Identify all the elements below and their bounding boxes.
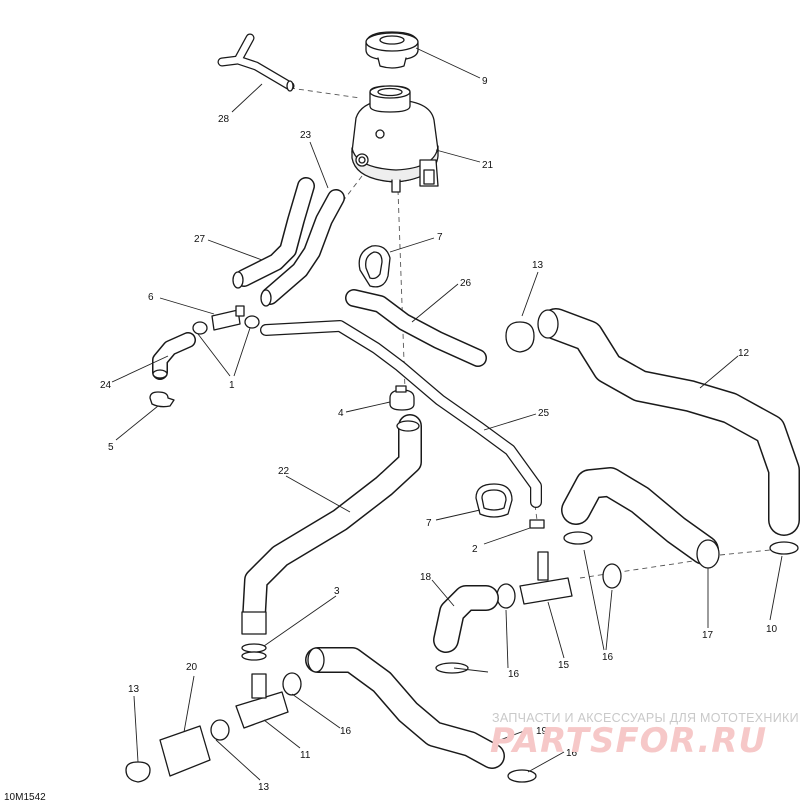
callout-1: 1 <box>229 380 235 391</box>
t-fitting-group <box>149 305 260 408</box>
callout-2: 2 <box>472 544 478 555</box>
hoses-23-27 <box>232 177 345 307</box>
hose-17 <box>561 467 720 569</box>
pressure-cap-9 <box>365 31 419 69</box>
expansion-tank-21 <box>351 85 439 193</box>
seal-7-lower <box>475 483 513 518</box>
diagram-code: 10M1542 <box>4 792 46 803</box>
callout-16-bottom: 16 <box>566 748 578 759</box>
callout-21: 21 <box>482 160 494 171</box>
callout-15: 15 <box>558 660 570 671</box>
callout-10: 10 <box>766 624 778 635</box>
hose-19 <box>305 647 537 783</box>
fitting-15-group <box>433 551 622 674</box>
watermark: ЗАПЧАСТИ И АКСЕССУАРЫ ДЛЯ МОТОТЕХНИКИ PA… <box>490 711 799 761</box>
callout-23: 23 <box>300 130 312 141</box>
callout-28: 28 <box>218 114 230 125</box>
watermark-logo: PARTSFOR.RU <box>490 721 767 761</box>
hose-26 <box>345 289 487 367</box>
hose-22 <box>241 414 422 661</box>
callout-27: 27 <box>194 234 206 245</box>
callout-6: 6 <box>148 292 154 303</box>
callout-7-lower: 7 <box>426 518 432 529</box>
callout-19: 19 <box>536 726 548 737</box>
callout-26: 26 <box>460 278 472 289</box>
callout-3: 3 <box>334 586 340 597</box>
seal-7-upper <box>358 245 391 288</box>
callout-25: 25 <box>538 408 550 419</box>
callout-12: 12 <box>738 348 750 359</box>
clamp-4 <box>389 385 415 411</box>
callout-7-upper: 7 <box>437 232 443 243</box>
breather-hose-28 <box>217 33 295 92</box>
callout-20: 20 <box>186 662 198 673</box>
callout-9: 9 <box>482 76 488 87</box>
callout-16-mid: 16 <box>340 726 352 737</box>
callout-numbers: 9 21 28 23 27 7 13 26 6 12 24 1 5 4 25 2… <box>100 76 778 793</box>
callout-11: 11 <box>300 750 311 761</box>
callout-13-top: 13 <box>532 260 544 271</box>
watermark-tagline: ЗАПЧАСТИ И АКСЕССУАРЫ ДЛЯ МОТОТЕХНИКИ <box>492 711 799 725</box>
leader-lines <box>111 47 783 781</box>
callout-13-bottom: 13 <box>258 782 270 793</box>
callout-16-right: 16 <box>602 652 614 663</box>
callout-5: 5 <box>108 442 114 453</box>
long-pipe-25 <box>260 320 545 529</box>
callout-13-left: 13 <box>128 684 140 695</box>
fitting-11-group <box>125 672 302 783</box>
callout-22: 22 <box>278 466 290 477</box>
hose-12 <box>505 308 800 555</box>
callout-18: 18 <box>420 572 432 583</box>
callout-24: 24 <box>100 380 112 391</box>
callout-17: 17 <box>702 630 714 641</box>
callout-4: 4 <box>338 408 344 419</box>
callout-16-elbow: 16 <box>508 669 520 680</box>
